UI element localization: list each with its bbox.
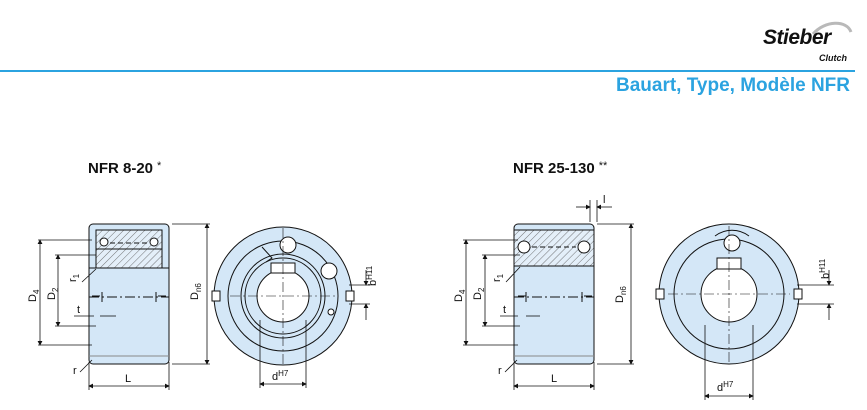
label-l-1: L (125, 373, 131, 385)
front-labels-nfr-25-130: bH11 dH7 (717, 258, 832, 394)
label-b-2: bH11 (818, 258, 832, 279)
label-d4-2: D4 (453, 289, 467, 302)
stieber-logo: Stieber Clutch (755, 20, 855, 66)
dimension-labels-nfr-25-130: l D4 D2 r1 t r L Dn6 (453, 194, 628, 385)
logo-swoosh-icon (811, 21, 853, 36)
label-d4-1: D4 (27, 289, 41, 302)
type-title-2: NFR 25-130 (513, 160, 595, 177)
type-mark-2: ** (598, 160, 608, 172)
type-title-1: NFR 8-20 (88, 160, 154, 177)
logo-subtitle: Clutch (819, 53, 847, 63)
logo-brand: Stieber (763, 26, 831, 49)
type-label-1: NFR 8-20* (88, 160, 161, 177)
side-view-nfr-25-130 (513, 223, 595, 365)
label-t-2: t (503, 304, 506, 316)
label-dn6-1: Dn6 (189, 283, 203, 300)
front-view-nfr-25-130 (655, 223, 803, 365)
label-r-1: r (73, 365, 77, 377)
type-label-2: NFR 25-130** (513, 160, 607, 177)
page-heading: Bauart, Type, Modèle NFR (615, 75, 850, 96)
label-r1-1: r1 (67, 273, 81, 282)
header-rule (0, 70, 855, 72)
front-dimensions-nfr-25-130 (704, 270, 834, 400)
dimensions-nfr-25-130 (463, 200, 634, 390)
dimension-labels-nfr-8-20: D4 D2 r1 t r L Dn6 (27, 273, 203, 385)
label-dn6-2: Dn6 (614, 286, 628, 303)
label-r1-2: r1 (491, 273, 505, 282)
label-d-1: dH7 (272, 369, 289, 383)
label-d2-1: D2 (46, 287, 60, 300)
side-view-nfr-8-20 (88, 223, 170, 365)
label-d2-2: D2 (472, 287, 486, 300)
front-labels-nfr-8-20: bH11 dH7 (272, 265, 379, 383)
front-view-nfr-8-20 (211, 226, 355, 366)
dimensions-nfr-8-20 (37, 223, 210, 390)
label-r-2: r (498, 365, 502, 377)
label-l-2: L (551, 373, 557, 385)
label-l-small-2: l (603, 194, 605, 206)
label-b-1: bH11 (365, 265, 379, 286)
front-dimensions-nfr-8-20 (259, 270, 370, 388)
label-d-2: dH7 (717, 380, 734, 394)
label-t-1: t (77, 304, 80, 316)
type-mark-1: * (157, 160, 162, 172)
